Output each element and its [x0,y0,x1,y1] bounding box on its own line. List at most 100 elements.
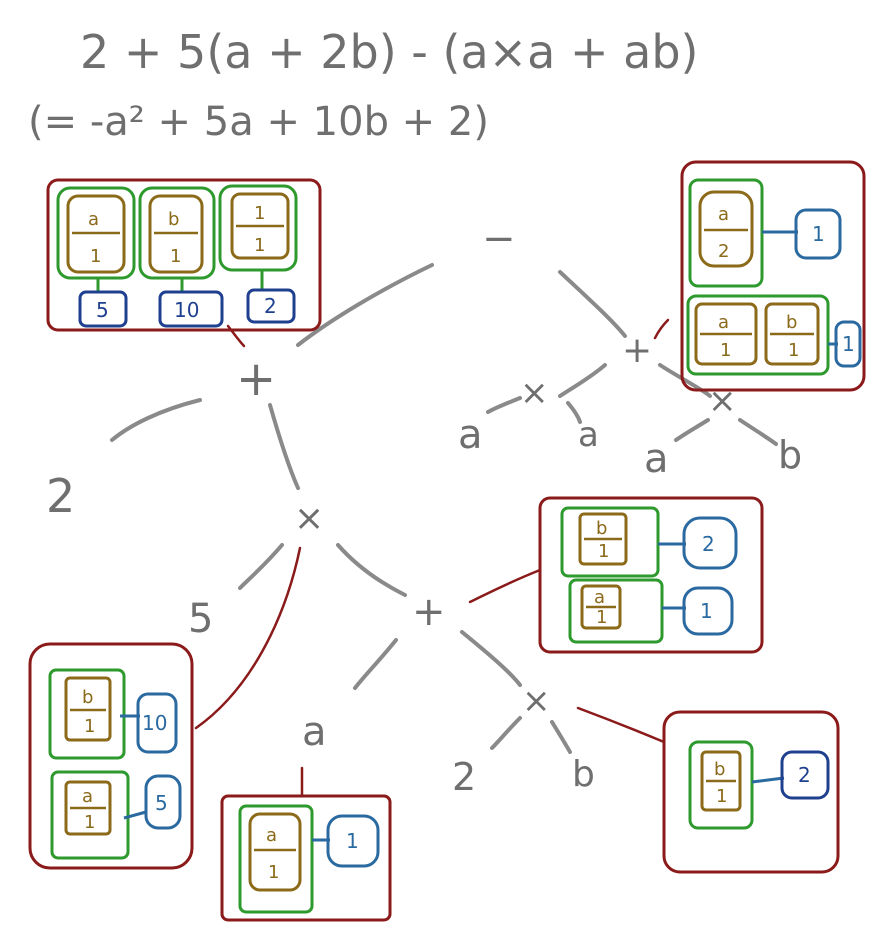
group2-green [686,294,830,376]
tree-edges [110,263,778,754]
node-times-top-right: × [708,381,737,421]
box-bottom-mid-frame [220,794,392,922]
leaf-5: 5 [188,596,213,642]
group2-num-a: a [718,312,729,333]
edge-plusright-timesa [558,363,607,398]
group2-coef-box [834,320,862,368]
midright-row1-brown [578,512,628,566]
midright-row2-den: 1 [596,607,607,628]
coef-const-box [246,288,296,324]
box-bottom-right: b 1 2 [662,710,840,874]
edge-plusmid-times [460,630,522,687]
bottomright-coef: 2 [798,763,811,787]
bottommid-coef-box [326,814,380,868]
group2-brown-b [764,302,820,366]
monomial-b-num: b [168,209,179,230]
bottomright-green [688,740,754,830]
edge-times-5 [238,543,284,590]
box-top-left-frame [46,178,322,332]
link-midright-box [468,568,542,604]
edge-times-plusmid [336,543,407,597]
bottomleft-row1-num: b [82,687,93,708]
leaf-2: 2 [46,469,75,523]
monomial-b-den: 1 [170,246,181,267]
coef-b: 10 [174,298,199,322]
midright-row1-coef: 2 [702,532,715,556]
leaf-a-top3: a [644,436,669,482]
group2-den-a: 1 [720,340,731,361]
node-plus-left: + [236,351,276,407]
coef-b-box [158,290,224,328]
monomial-const-brown [230,192,290,260]
bottomright-brown [700,750,742,812]
tree-nodes: − + + × × × + × 2 5 a a a b a 2 b [46,216,802,799]
edge-root-plusright [558,270,627,338]
edge-plusleft-2 [110,398,202,442]
edge-timeslow-2 [490,716,522,750]
bottomleft-row1-coef-box [136,692,178,754]
edge-timeslow-b [550,720,572,754]
midright-row1-green [560,506,660,578]
group1-num: a [718,204,729,225]
monomial-const-den: 1 [254,235,265,256]
midright-row2-brown [580,584,622,630]
box-top-right: a 2 1 a 1 b 1 1 [680,160,866,392]
edge-timesa-a2 [566,401,582,424]
coef-const: 2 [264,294,277,318]
monomial-a-brown [66,194,126,274]
bottomleft-row2-num: a [82,786,93,807]
edge-root-plusleft [296,263,434,347]
leaf-b-low: b [572,754,595,795]
box-top-right-frame [680,160,866,392]
group2-coef: 1 [842,332,855,356]
box-links [194,318,670,797]
midright-row2-green [568,578,664,644]
leaf-b-top: b [778,433,802,477]
bottomleft-row2-brown [64,780,112,836]
edge-plusleft-times [268,403,300,490]
bottommid-den: 1 [268,862,279,883]
box-bottom-mid: a 1 1 [220,794,392,922]
monomial-a-num: a [88,209,99,230]
edge-plusmid-a [353,638,398,690]
monomial-a-den: 1 [90,246,101,267]
bottomright-coef-box [780,750,830,800]
box-mid-right: b 1 2 a 1 1 [538,496,764,654]
monomial-b-brown [148,194,204,274]
group2-den-b: 1 [788,340,799,361]
monomial-b-green [138,186,216,280]
midright-row1-num: b [596,518,607,539]
link-topright-box [653,318,670,340]
midright-row2-num: a [594,587,605,608]
monomial-const-green [218,184,298,272]
group2-num-b: b [786,312,797,333]
bottomleft-row1-brown [64,676,112,742]
monomial-a-green [56,186,136,280]
bottomright-den: 1 [716,786,727,807]
bottommid-green [238,804,314,914]
node-times-mid: × [294,498,324,539]
leaf-a-top1: a [458,412,483,458]
group2-brown-a [694,302,758,366]
node-plus-mid: + [412,589,446,635]
group1-den: 2 [718,241,729,262]
midright-row1-den: 1 [598,541,609,562]
node-plus-right: + [622,330,652,371]
node-root-minus: − [482,216,516,262]
link-bottomleft-box [194,546,302,730]
group1-coef-box [794,208,842,260]
bottomleft-row1-den: 1 [84,716,95,737]
box-bottom-left: b 1 10 a 1 5 [28,642,194,870]
formula-expression: 2 + 5(a + 2b) - (a×a + ab) [80,25,698,79]
bottomleft-row2-den: 1 [84,812,95,833]
link-topleft-box [226,324,246,348]
box-mid-right-frame [538,496,764,654]
bottomleft-row1-green [48,668,126,760]
midright-row2-coef: 1 [700,599,713,623]
midright-row2-coef-box [682,586,734,636]
bottomleft-row2-coef-box [144,774,182,830]
node-times-low: × [522,681,551,721]
coef-a-box [78,290,128,328]
link-bottomright-box [576,706,666,744]
box-bottom-right-frame [662,710,840,874]
